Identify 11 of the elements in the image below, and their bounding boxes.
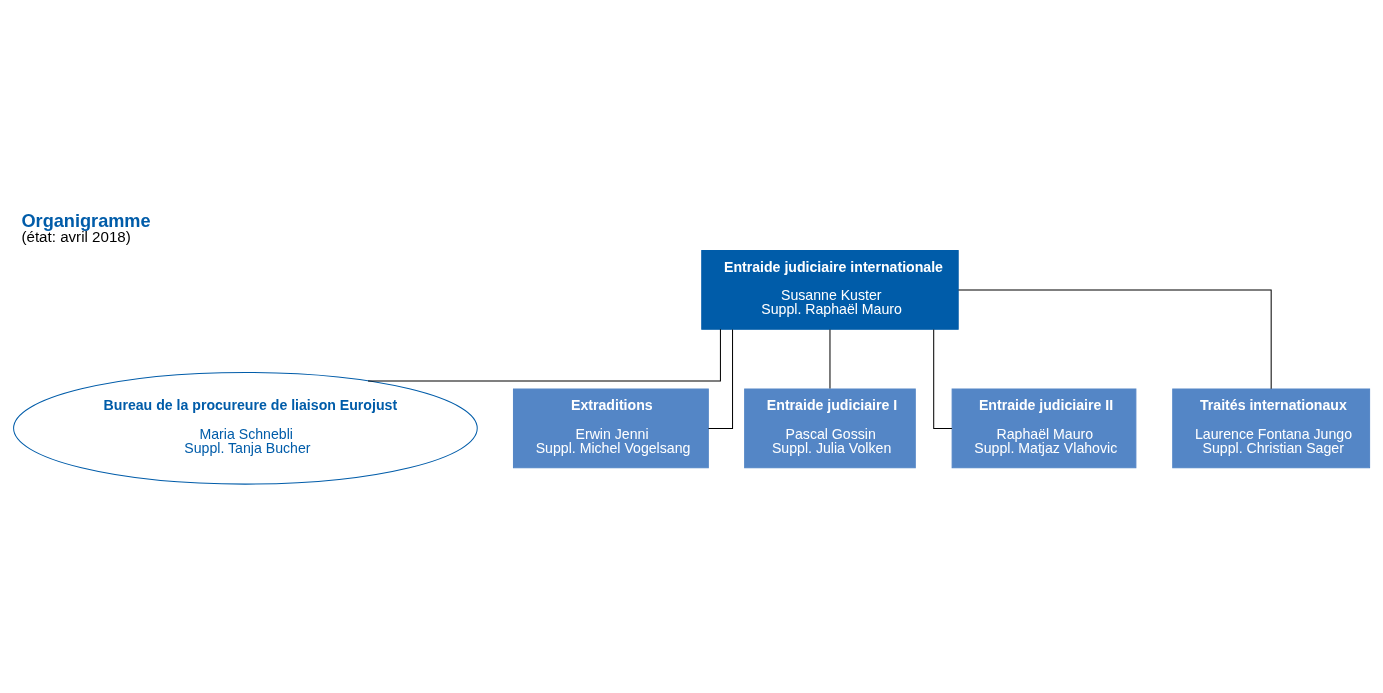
- node-box: Extraditions Erwin Jenni Suppl. Michel Vogelsang: [512, 388, 709, 469]
- diagram-title: Organigramme: [21, 210, 151, 231]
- node-box: Entraide judiciaire I Pascal Gossin Suppl. Julia Volken: [744, 388, 916, 469]
- node-box: Entraide judiciaire II Raphaël Mauro Suppl. Matjaz Vlahovic: [951, 388, 1137, 469]
- node-ellipse: Bureau de la procureure de liaison Eurojust Maria Schnebli Suppl. Tanja Bucher: [13, 371, 478, 485]
- node-box: Entraide judiciaire internationale Susanne Kuster Suppl. Raphaël Mauro: [701, 249, 959, 330]
- connector: [708, 329, 734, 429]
- node-box: Traités internationaux Laurence Fontana Jungo Suppl. Christian Sager: [1172, 388, 1371, 469]
- connector: [367, 328, 721, 382]
- connector: [957, 289, 1272, 390]
- connector: [933, 329, 953, 429]
